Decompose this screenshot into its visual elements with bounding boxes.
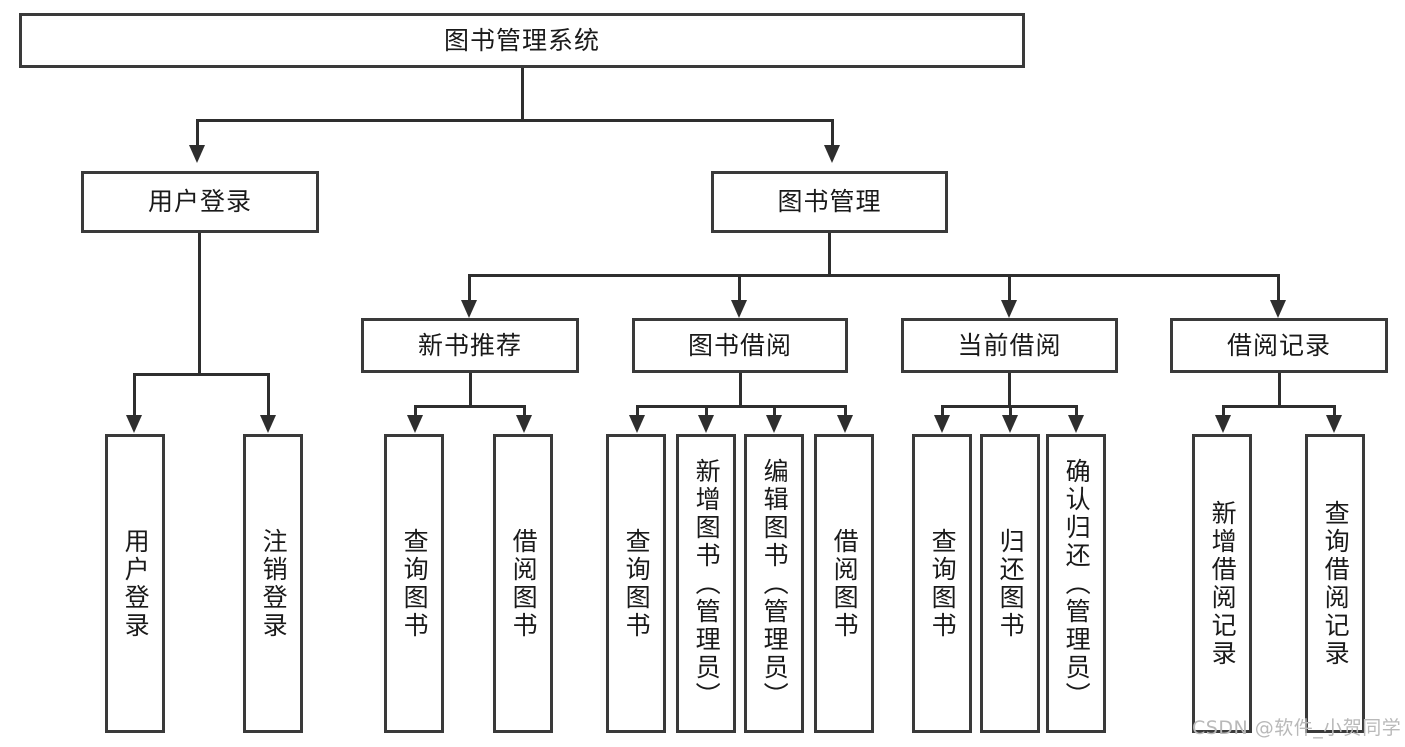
- connector-book-manage-branch-1: [468, 274, 471, 300]
- arrowhead-current-borrow-leaf-3: [1068, 415, 1084, 433]
- leaf-label: 新增借阅记录: [1208, 499, 1238, 668]
- leaf-label: 借阅图书: [830, 527, 860, 640]
- connector-new-book-bus: [414, 405, 526, 408]
- node-label: 借阅记录: [1226, 330, 1331, 360]
- leaf-label: 查询图书: [928, 527, 958, 640]
- arrowhead-root-to-book-manage: [824, 145, 840, 163]
- arrowhead-borrow-record: [1270, 300, 1286, 318]
- connector-book-borrow-branch-1: [636, 405, 639, 415]
- connector-book-borrow-branch-3: [773, 405, 776, 415]
- node-label: 图书管理: [777, 187, 882, 216]
- node-book-management[interactable]: 图书管理: [711, 171, 948, 233]
- arrowhead-new-book-leaf-2: [516, 415, 532, 433]
- leaf-user-login-login[interactable]: 用户登录: [105, 434, 165, 733]
- leaf-label: 用户登录: [121, 527, 151, 640]
- arrowhead-user-login-leaf-1: [126, 415, 142, 433]
- node-user-login[interactable]: 用户登录: [81, 171, 319, 233]
- connector-root-to-user-login: [196, 119, 199, 145]
- leaf-book-borrow-query-book[interactable]: 查询图书: [606, 434, 666, 733]
- leaf-current-borrow-query-book[interactable]: 查询图书: [912, 434, 972, 733]
- leaf-current-borrow-confirm-return-admin[interactable]: 确认归还（管理员）: [1046, 434, 1106, 733]
- arrowhead-book-borrow-leaf-2: [698, 415, 714, 433]
- arrowhead-new-book-recommend: [461, 300, 477, 318]
- connector-current-borrow-stem: [1008, 373, 1011, 405]
- leaf-current-borrow-return-book[interactable]: 归还图书: [980, 434, 1040, 733]
- leaf-book-borrow-add-book-admin[interactable]: 新增图书（管理员）: [676, 434, 736, 733]
- node-label: 用户登录: [147, 187, 252, 216]
- leaf-new-book-borrow-book[interactable]: 借阅图书: [493, 434, 553, 733]
- leaf-book-borrow-borrow-book[interactable]: 借阅图书: [814, 434, 874, 733]
- connector-book-borrow-bus: [636, 405, 847, 408]
- connector-book-borrow-branch-4: [844, 405, 847, 415]
- leaf-label: 编辑图书（管理员）: [760, 457, 790, 710]
- leaf-label: 确认归还（管理员）: [1062, 457, 1092, 710]
- connector-new-book-branch-2: [523, 405, 526, 415]
- node-label: 当前借阅: [957, 330, 1062, 360]
- connector-new-book-stem: [469, 373, 472, 405]
- leaf-label: 新增图书（管理员）: [692, 457, 722, 710]
- connector-current-borrow-branch-3: [1075, 405, 1078, 415]
- connector-current-borrow-branch-2: [1009, 405, 1012, 415]
- connector-book-manage-branch-2: [738, 274, 741, 300]
- connector-user-login-bus: [133, 373, 270, 376]
- arrowhead-user-login-leaf-2: [260, 415, 276, 433]
- connector-borrow-record-branch-1: [1222, 405, 1225, 415]
- arrowhead-book-borrow-leaf-1: [629, 415, 645, 433]
- connector-current-borrow-branch-1: [941, 405, 944, 415]
- connector-borrow-record-bus: [1222, 405, 1336, 408]
- arrowhead-book-borrow: [731, 300, 747, 318]
- connector-root-stem: [521, 68, 524, 119]
- leaf-borrow-record-add-record[interactable]: 新增借阅记录: [1192, 434, 1252, 733]
- node-current-borrow[interactable]: 当前借阅: [901, 318, 1118, 373]
- connector-root-bus: [196, 119, 834, 122]
- leaf-label: 查询图书: [400, 527, 430, 640]
- connector-borrow-record-branch-2: [1333, 405, 1336, 415]
- connector-book-borrow-branch-2: [705, 405, 708, 415]
- connector-book-manage-stem: [828, 233, 831, 274]
- arrowhead-root-to-user-login: [189, 145, 205, 163]
- leaf-label: 借阅图书: [509, 527, 539, 640]
- node-root-library-system[interactable]: 图书管理系统: [19, 13, 1025, 68]
- leaf-label: 注销登录: [259, 527, 289, 640]
- connector-root-to-book-manage: [831, 119, 834, 145]
- connector-book-manage-branch-3: [1008, 274, 1011, 300]
- leaf-label: 查询图书: [622, 527, 652, 640]
- arrowhead-borrow-record-leaf-1: [1215, 415, 1231, 433]
- connector-new-book-branch-1: [414, 405, 417, 415]
- connector-book-manage-bus: [468, 274, 1280, 277]
- connector-book-manage-branch-4: [1277, 274, 1280, 300]
- arrowhead-new-book-leaf-1: [407, 415, 423, 433]
- connector-user-login-branch-1: [133, 373, 136, 415]
- connector-user-login-branch-2: [267, 373, 270, 415]
- node-new-book-recommend[interactable]: 新书推荐: [361, 318, 579, 373]
- connector-user-login-stem: [198, 233, 201, 373]
- connector-book-borrow-stem: [739, 373, 742, 405]
- leaf-borrow-record-query-record[interactable]: 查询借阅记录: [1305, 434, 1365, 733]
- arrowhead-borrow-record-leaf-2: [1326, 415, 1342, 433]
- leaf-label: 查询借阅记录: [1321, 499, 1351, 668]
- arrowhead-current-borrow-leaf-2: [1002, 415, 1018, 433]
- node-borrow-record[interactable]: 借阅记录: [1170, 318, 1388, 373]
- node-label: 图书借阅: [687, 330, 792, 360]
- leaf-user-login-logout[interactable]: 注销登录: [243, 434, 303, 733]
- arrowhead-current-borrow-leaf-1: [934, 415, 950, 433]
- leaf-label: 归还图书: [996, 527, 1026, 640]
- arrowhead-book-borrow-leaf-3: [766, 415, 782, 433]
- node-label: 图书管理系统: [443, 25, 600, 55]
- node-label: 新书推荐: [417, 330, 522, 360]
- arrowhead-book-borrow-leaf-4: [837, 415, 853, 433]
- arrowhead-current-borrow: [1001, 300, 1017, 318]
- connector-borrow-record-stem: [1278, 373, 1281, 405]
- node-book-borrow[interactable]: 图书借阅: [632, 318, 848, 373]
- leaf-new-book-query-book[interactable]: 查询图书: [384, 434, 444, 733]
- leaf-book-borrow-edit-book-admin[interactable]: 编辑图书（管理员）: [744, 434, 804, 733]
